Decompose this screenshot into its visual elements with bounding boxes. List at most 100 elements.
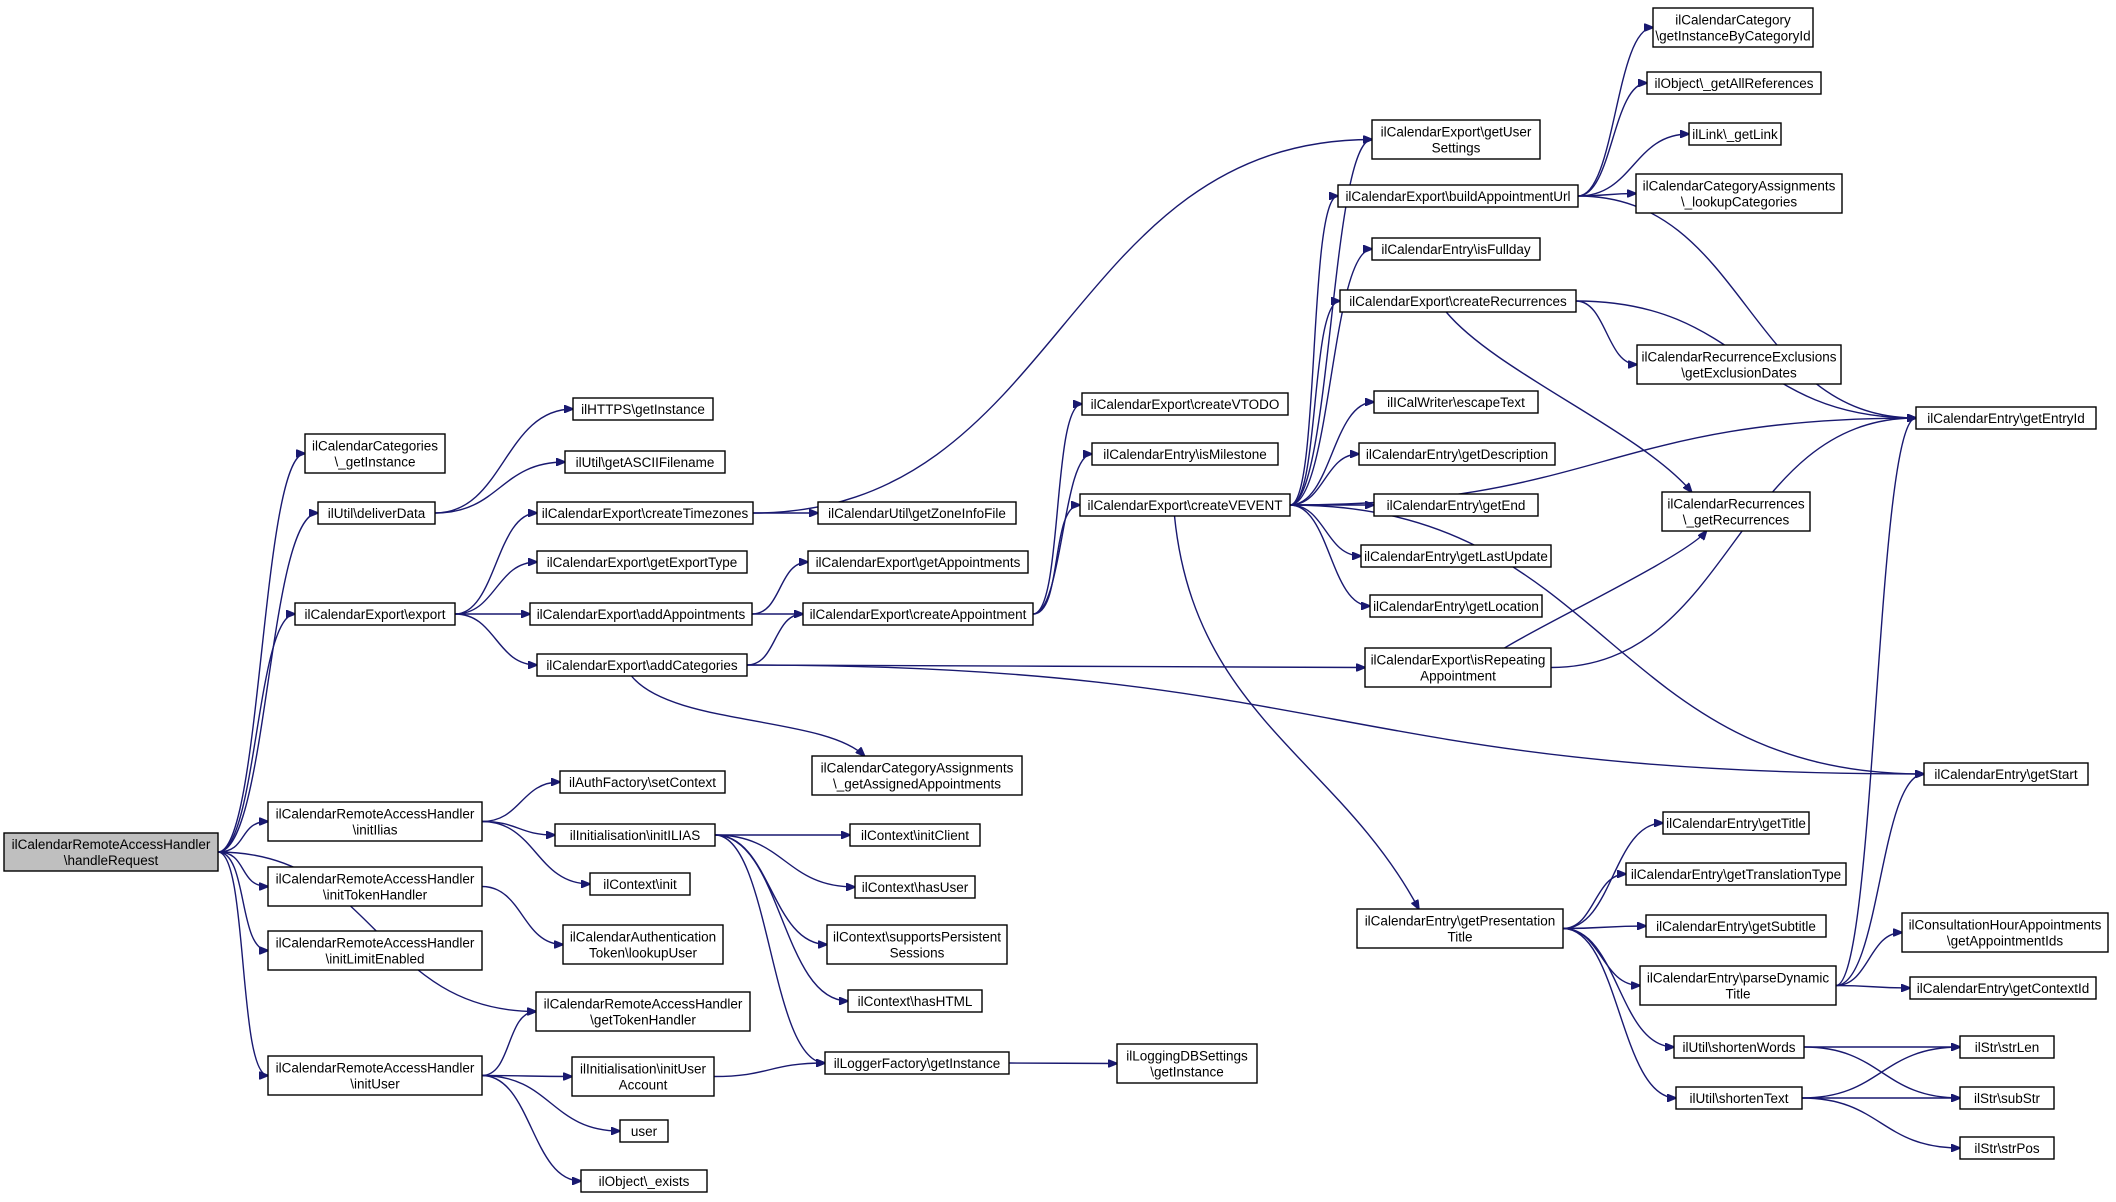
node-strPos[interactable]: ilStr\strPos bbox=[1959, 1136, 2055, 1160]
node-strLen[interactable]: ilStr\strLen bbox=[1959, 1035, 2055, 1059]
node-box bbox=[826, 924, 1008, 965]
node-getTitle[interactable]: ilCalendarEntry\getTitle bbox=[1662, 811, 1810, 835]
node-initUser[interactable]: ilCalendarRemoteAccessHandler\initUser bbox=[267, 1055, 483, 1096]
node-getLink[interactable]: ilLink\_getLink bbox=[1688, 122, 1782, 146]
node-deliverData[interactable]: ilUtil\deliverData bbox=[317, 501, 436, 525]
node-label: Appointment bbox=[1420, 669, 1496, 684]
node-hasHTML[interactable]: ilContext\hasHTML bbox=[847, 989, 983, 1013]
node-contextId[interactable]: ilCalendarEntry\getContextId bbox=[1909, 976, 2097, 1000]
node-label: Sessions bbox=[890, 946, 945, 961]
node-ctxInit[interactable]: ilContext\init bbox=[589, 872, 691, 896]
edge-deliverData-to-https bbox=[434, 409, 573, 514]
node-getLocation[interactable]: ilCalendarEntry\getLocation bbox=[1369, 594, 1543, 618]
edge-export-to-getExportType bbox=[454, 562, 537, 615]
node-label: ilCalendarEntry\getSubtitle bbox=[1656, 919, 1816, 934]
node-getDescription[interactable]: ilCalendarEntry\getDescription bbox=[1358, 442, 1556, 466]
node-shortenWords[interactable]: ilUtil\shortenWords bbox=[1673, 1035, 1805, 1059]
node-label: ilCalendarCategoryAssignments bbox=[1643, 179, 1836, 194]
node-transType[interactable]: ilCalendarEntry\getTranslationType bbox=[1625, 862, 1847, 886]
node-box bbox=[571, 1056, 715, 1097]
node-hasUser[interactable]: ilContext\hasUser bbox=[854, 875, 976, 899]
node-createVEVENT[interactable]: ilCalendarExport\createVEVENT bbox=[1079, 493, 1291, 517]
edge-presTitle-to-getSubtitle bbox=[1562, 926, 1646, 929]
node-initClient[interactable]: ilContext\initClient bbox=[849, 823, 981, 847]
node-initTokenHandler[interactable]: ilCalendarRemoteAccessHandler\initTokenH… bbox=[267, 866, 483, 907]
edge-presTitle-to-transType bbox=[1562, 874, 1626, 930]
node-zoneInfo[interactable]: ilCalendarUtil\getZoneInfoFile bbox=[817, 501, 1017, 525]
edge-root-to-initIlias bbox=[217, 822, 268, 853]
node-addCategories[interactable]: ilCalendarExport\addCategories bbox=[536, 653, 748, 677]
node-label: ilCalendarAuthentication bbox=[570, 930, 716, 945]
node-label: ilCalendarRemoteAccessHandler bbox=[276, 872, 475, 887]
node-shortenText[interactable]: ilUtil\shortenText bbox=[1675, 1086, 1803, 1110]
node-label: \getInstance bbox=[1150, 1065, 1224, 1080]
node-box bbox=[1909, 976, 2097, 1000]
node-cat_getInstance[interactable]: ilCalendarCategories\_getInstance bbox=[304, 433, 446, 474]
node-getAppointments[interactable]: ilCalendarExport\getAppointments bbox=[807, 550, 1029, 574]
edge-createAppointment-to-createVEVENT bbox=[1032, 505, 1080, 615]
node-logger[interactable]: ilLoggerFactory\getInstance bbox=[824, 1051, 1010, 1075]
node-getTokenHandler[interactable]: ilCalendarRemoteAccessHandler\getTokenHa… bbox=[535, 991, 751, 1032]
node-user[interactable]: user bbox=[619, 1119, 669, 1143]
edge-parseDyn-to-getStart bbox=[1835, 774, 1924, 987]
node-getEntryId[interactable]: ilCalendarEntry\getEntryId bbox=[1915, 406, 2097, 430]
node-label: ilContext\init bbox=[603, 877, 677, 892]
node-box bbox=[1081, 392, 1289, 416]
edge-initIlias-to-setContext bbox=[481, 782, 560, 823]
node-label: ilCalendarRemoteAccessHandler bbox=[276, 1061, 475, 1076]
node-root[interactable]: ilCalendarRemoteAccessHandler\handleRequ… bbox=[3, 832, 219, 872]
node-https[interactable]: ilHTTPS\getInstance bbox=[572, 397, 714, 421]
node-label: Settings bbox=[1432, 141, 1481, 156]
node-subStr[interactable]: ilStr\subStr bbox=[1959, 1086, 2055, 1110]
node-box bbox=[1688, 122, 1782, 146]
edge-initIlias-to-initILIAS bbox=[481, 820, 555, 836]
node-getSubtitle[interactable]: ilCalendarEntry\getSubtitle bbox=[1645, 914, 1827, 938]
node-escapeText[interactable]: ilICalWriter\escapeText bbox=[1373, 390, 1539, 414]
node-box bbox=[267, 1055, 483, 1096]
node-buildUrl[interactable]: ilCalendarExport\buildAppointmentUrl bbox=[1337, 184, 1579, 208]
node-allRefs[interactable]: ilObject\_getAllReferences bbox=[1646, 71, 1822, 95]
node-getExportType[interactable]: ilCalendarExport\getExportType bbox=[536, 550, 748, 574]
node-createVTODO[interactable]: ilCalendarExport\createVTODO bbox=[1081, 392, 1289, 416]
node-initIlias[interactable]: ilCalendarRemoteAccessHandler\initIlias bbox=[267, 801, 483, 842]
node-assignedApps[interactable]: ilCalendarCategoryAssignments\_getAssign… bbox=[811, 755, 1023, 796]
node-export[interactable]: ilCalendarExport\export bbox=[294, 602, 456, 626]
node-addAppointments[interactable]: ilCalendarExport\addAppointments bbox=[529, 602, 753, 626]
node-getLastUpdate[interactable]: ilCalendarEntry\getLastUpdate bbox=[1360, 544, 1552, 568]
node-box bbox=[849, 823, 981, 847]
node-consult[interactable]: ilConsultationHourAppointments\getAppoin… bbox=[1901, 912, 2109, 953]
node-isFullday[interactable]: ilCalendarEntry\isFullday bbox=[1371, 237, 1541, 261]
node-objExists[interactable]: ilObject\_exists bbox=[580, 1169, 708, 1193]
node-recurrences[interactable]: ilCalendarRecurrences\_getRecurrences bbox=[1661, 491, 1811, 532]
node-initLimit[interactable]: ilCalendarRemoteAccessHandler\initLimitE… bbox=[267, 930, 483, 971]
node-getStart[interactable]: ilCalendarEntry\getStart bbox=[1923, 762, 2089, 786]
node-lookupCats[interactable]: ilCalendarCategoryAssignments\_lookupCat… bbox=[1635, 173, 1843, 214]
node-label: ilCalendarRecurrences bbox=[1667, 497, 1805, 512]
node-label: \getExclusionDates bbox=[1681, 366, 1797, 381]
node-exclusions[interactable]: ilCalendarRecurrenceExclusions\getExclus… bbox=[1636, 344, 1842, 385]
node-label: user bbox=[631, 1124, 658, 1139]
node-ascii[interactable]: ilUtil\getASCIIFilename bbox=[564, 450, 726, 474]
node-initILIAS[interactable]: ilInitialisation\initILIAS bbox=[554, 823, 716, 847]
node-label: ilInitialisation\initUser bbox=[580, 1062, 707, 1077]
edge-buildUrl-to-allRefs bbox=[1577, 83, 1647, 197]
node-createTimezones[interactable]: ilCalendarExport\createTimezones bbox=[536, 501, 754, 525]
edge-parseDyn-to-contextId bbox=[1835, 986, 1910, 989]
node-isMilestone[interactable]: ilCalendarEntry\isMilestone bbox=[1091, 442, 1279, 466]
node-label: ilUtil\deliverData bbox=[328, 506, 426, 521]
node-getEnd[interactable]: ilCalendarEntry\getEnd bbox=[1373, 493, 1539, 517]
node-createAppointment[interactable]: ilCalendarExport\createAppointment bbox=[802, 602, 1034, 626]
node-logDB[interactable]: ilLoggingDBSettings\getInstance bbox=[1116, 1043, 1258, 1084]
node-catById[interactable]: ilCalendarCategory\getInstanceByCategory… bbox=[1652, 7, 1814, 48]
edge-createVEVENT-to-getLocation bbox=[1289, 504, 1370, 606]
node-setContext[interactable]: ilAuthFactory\setContext bbox=[559, 770, 726, 794]
node-label: ilCalendarEntry\getContextId bbox=[1917, 981, 2090, 996]
node-createRecurrences[interactable]: ilCalendarExport\createRecurrences bbox=[1339, 289, 1577, 313]
